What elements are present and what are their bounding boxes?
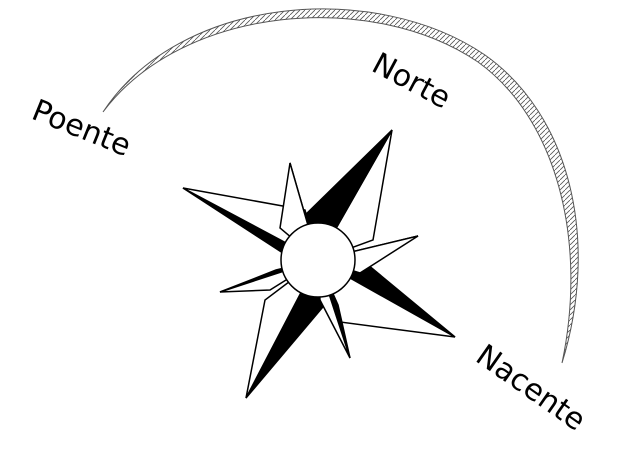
label-north: Norte bbox=[366, 46, 456, 116]
label-east: Nacente bbox=[469, 338, 591, 438]
compass-rose-icon bbox=[183, 130, 455, 398]
label-west: Poente bbox=[27, 93, 136, 164]
compass-center bbox=[281, 223, 355, 297]
